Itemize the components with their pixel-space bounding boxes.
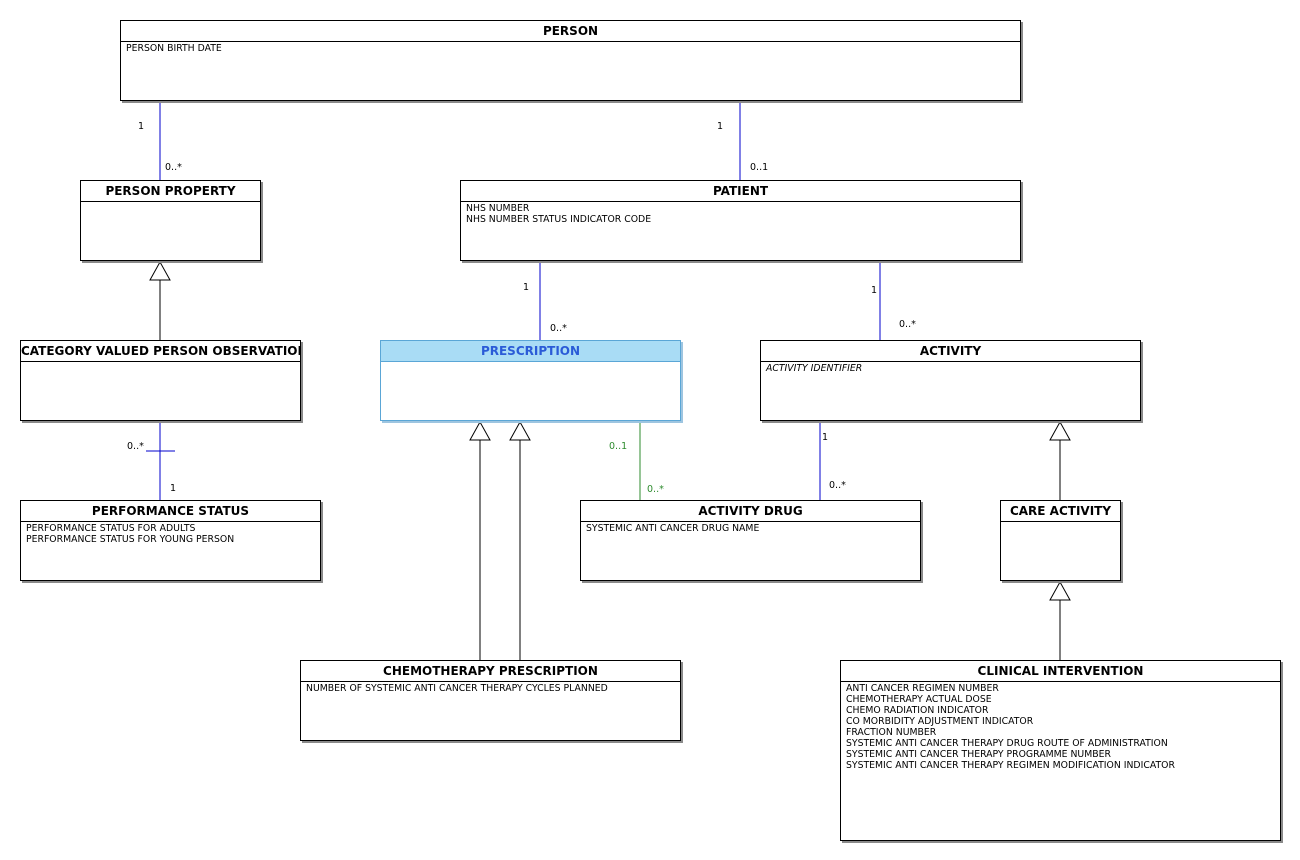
entity-title: CHEMOTHERAPY PRESCRIPTION bbox=[301, 661, 680, 682]
attribute: ANTI CANCER REGIMEN NUMBER bbox=[846, 683, 999, 694]
chemotherapy-prescription-entity[interactable]: CHEMOTHERAPY PRESCRIPTION NUMBER OF SYST… bbox=[300, 660, 681, 741]
attribute-list: PERFORMANCE STATUS FOR ADULTS PERFORMANC… bbox=[21, 522, 320, 546]
multiplicity-label: 0..* bbox=[829, 480, 846, 491]
multiplicity-label: 1 bbox=[138, 121, 145, 132]
entity-title: PERSON bbox=[121, 21, 1020, 42]
person-entity[interactable]: PERSON PERSON BIRTH DATE bbox=[120, 20, 1021, 101]
entity-title: PRESCRIPTION bbox=[381, 341, 680, 362]
entity-title: CLINICAL INTERVENTION bbox=[841, 661, 1280, 682]
attribute: SYSTEMIC ANTI CANCER THERAPY DRUG ROUTE … bbox=[846, 738, 1168, 749]
attribute-list: PERSON BIRTH DATE bbox=[121, 42, 1020, 55]
attribute-list: ANTI CANCER REGIMEN NUMBER CHEMOTHERAPY … bbox=[841, 682, 1280, 772]
clinical-intervention-entity[interactable]: CLINICAL INTERVENTION ANTI CANCER REGIME… bbox=[840, 660, 1281, 841]
multiplicity-label: 1 bbox=[170, 483, 177, 494]
attribute: PERFORMANCE STATUS FOR ADULTS bbox=[26, 523, 196, 534]
generalization-arrow-prescription-1 bbox=[469, 420, 491, 441]
attribute: SYSTEMIC ANTI CANCER THERAPY REGIMEN MOD… bbox=[846, 760, 1175, 771]
attribute: CHEMOTHERAPY ACTUAL DOSE bbox=[846, 694, 992, 705]
multiplicity-label: 0..* bbox=[647, 484, 664, 495]
entity-title: CATEGORY VALUED PERSON OBSERVATION bbox=[21, 341, 300, 362]
generalization-arrow-prescription-2 bbox=[509, 420, 531, 441]
multiplicity-label: 1 bbox=[717, 121, 724, 132]
attribute: PERSON BIRTH DATE bbox=[126, 43, 222, 54]
multiplicity-label: 1 bbox=[871, 285, 878, 296]
entity-title: PATIENT bbox=[461, 181, 1020, 202]
attribute-list: ACTIVITY IDENTIFIER bbox=[761, 362, 1140, 375]
multiplicity-label: 0..* bbox=[899, 319, 916, 330]
person-property-entity[interactable]: PERSON PROPERTY bbox=[80, 180, 261, 261]
multiplicity-label: 0..* bbox=[550, 323, 567, 334]
attribute: SYSTEMIC ANTI CANCER DRUG NAME bbox=[586, 523, 760, 534]
entity-title: ACTIVITY DRUG bbox=[581, 501, 920, 522]
attribute-list: SYSTEMIC ANTI CANCER DRUG NAME bbox=[581, 522, 920, 535]
generalization-arrow-care-activity bbox=[1049, 580, 1071, 601]
multiplicity-label: 1 bbox=[822, 432, 829, 443]
activity-entity[interactable]: ACTIVITY ACTIVITY IDENTIFIER bbox=[760, 340, 1141, 421]
performance-status-entity[interactable]: PERFORMANCE STATUS PERFORMANCE STATUS FO… bbox=[20, 500, 321, 581]
attribute-list: NHS NUMBER NHS NUMBER STATUS INDICATOR C… bbox=[461, 202, 1020, 226]
multiplicity-label: 0..* bbox=[165, 162, 182, 173]
attribute: PERFORMANCE STATUS FOR YOUNG PERSON bbox=[26, 534, 235, 545]
prescription-entity[interactable]: PRESCRIPTION bbox=[380, 340, 681, 421]
activity-drug-entity[interactable]: ACTIVITY DRUG SYSTEMIC ANTI CANCER DRUG … bbox=[580, 500, 921, 581]
multiplicity-label: 1 bbox=[523, 282, 530, 293]
attribute: CO MORBIDITY ADJUSTMENT INDICATOR bbox=[846, 716, 1034, 727]
attribute: NUMBER OF SYSTEMIC ANTI CANCER THERAPY C… bbox=[306, 683, 608, 694]
attribute: NHS NUMBER STATUS INDICATOR CODE bbox=[466, 214, 652, 225]
attribute: CHEMO RADIATION INDICATOR bbox=[846, 705, 989, 716]
entity-title: PERFORMANCE STATUS bbox=[21, 501, 320, 522]
attribute: ACTIVITY IDENTIFIER bbox=[766, 363, 863, 374]
generalization-arrow-person-property bbox=[149, 260, 171, 281]
attribute: NHS NUMBER bbox=[466, 203, 530, 214]
multiplicity-label: 0..* bbox=[127, 441, 144, 452]
attribute: FRACTION NUMBER bbox=[846, 727, 937, 738]
entity-title: PERSON PROPERTY bbox=[81, 181, 260, 202]
entity-title: CARE ACTIVITY bbox=[1001, 501, 1120, 522]
multiplicity-label: 0..1 bbox=[609, 441, 628, 452]
care-activity-entity[interactable]: CARE ACTIVITY bbox=[1000, 500, 1121, 581]
category-valued-person-observation-entity[interactable]: CATEGORY VALUED PERSON OBSERVATION bbox=[20, 340, 301, 421]
patient-entity[interactable]: PATIENT NHS NUMBER NHS NUMBER STATUS IND… bbox=[460, 180, 1021, 261]
entity-title: ACTIVITY bbox=[761, 341, 1140, 362]
generalization-arrow-activity bbox=[1049, 420, 1071, 441]
attribute-list: NUMBER OF SYSTEMIC ANTI CANCER THERAPY C… bbox=[301, 682, 680, 695]
multiplicity-label: 0..1 bbox=[750, 162, 769, 173]
attribute: SYSTEMIC ANTI CANCER THERAPY PROGRAMME N… bbox=[846, 749, 1111, 760]
